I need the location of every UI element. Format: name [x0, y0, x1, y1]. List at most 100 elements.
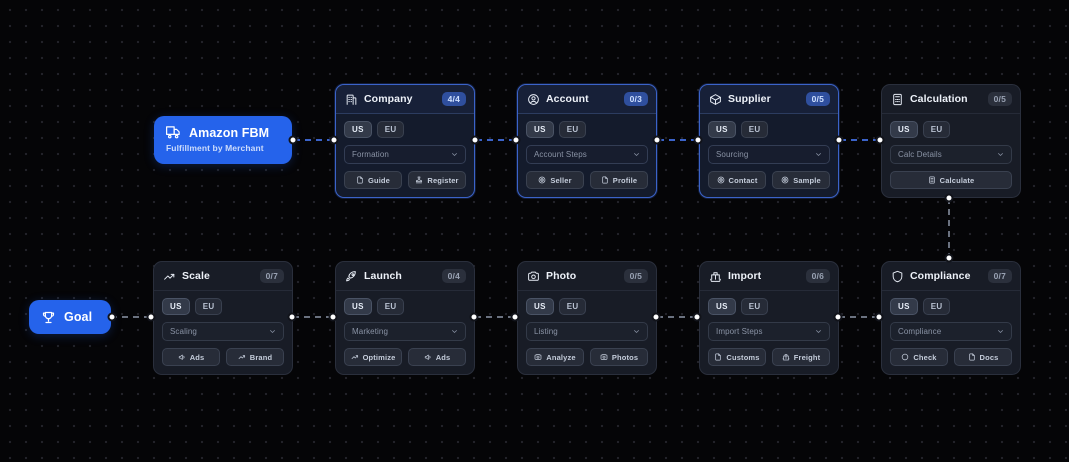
- action-row: Calculate: [890, 171, 1012, 189]
- action-button-seller[interactable]: Seller: [526, 171, 584, 189]
- handle-compliance-out[interactable]: [874, 312, 884, 322]
- step-select[interactable]: Calc Details: [890, 145, 1012, 164]
- node-title: Supplier: [728, 93, 771, 105]
- action-button-profile[interactable]: Profile: [590, 171, 648, 189]
- node-goal[interactable]: Goal: [29, 300, 111, 334]
- select-value: Sourcing: [716, 150, 749, 159]
- action-button-freight[interactable]: Freight: [772, 348, 830, 366]
- progress-badge: 4/4: [441, 92, 466, 106]
- region-toggle-us[interactable]: US: [708, 298, 736, 315]
- region-toggle-us[interactable]: US: [526, 121, 554, 138]
- handle-import-out[interactable]: [692, 312, 702, 322]
- chevron-down-icon: [815, 328, 822, 335]
- document-icon: [601, 176, 609, 184]
- region-toggle-us[interactable]: US: [890, 298, 918, 315]
- action-button-analyze[interactable]: Analyze: [526, 348, 584, 366]
- region-toggle-eu[interactable]: EU: [922, 121, 951, 138]
- region-toggle-eu[interactable]: EU: [558, 298, 587, 315]
- region-toggle-eu[interactable]: EU: [558, 121, 587, 138]
- action-button-contact[interactable]: Contact: [708, 171, 766, 189]
- action-button-guide[interactable]: Guide: [344, 171, 402, 189]
- handle-scale-out[interactable]: [146, 312, 156, 322]
- progress-badge: 0/7: [987, 269, 1012, 283]
- handle-account-out[interactable]: [652, 135, 662, 145]
- step-select[interactable]: Marketing: [344, 322, 466, 341]
- step-select[interactable]: Formation: [344, 145, 466, 164]
- handle-scale-in[interactable]: [287, 312, 297, 322]
- handle-calculation-in[interactable]: [875, 135, 885, 145]
- action-label: Optimize: [362, 352, 396, 362]
- handle-company-out[interactable]: [470, 135, 480, 145]
- handle-fbm-out[interactable]: [288, 135, 298, 145]
- region-toggle-us[interactable]: US: [162, 298, 190, 315]
- action-button-check[interactable]: Check: [890, 348, 948, 366]
- progress-badge: 0/7: [259, 269, 284, 283]
- action-button-docs[interactable]: Docs: [954, 348, 1012, 366]
- action-button-optimize[interactable]: Optimize: [344, 348, 402, 366]
- action-button-calculate[interactable]: Calculate: [890, 171, 1012, 189]
- action-button-register[interactable]: Register: [408, 171, 466, 189]
- region-toggle-eu[interactable]: EU: [740, 298, 769, 315]
- action-button-photos[interactable]: Photos: [590, 348, 648, 366]
- region-toggle-us[interactable]: US: [708, 121, 736, 138]
- action-button-ads[interactable]: Ads: [162, 348, 220, 366]
- step-select[interactable]: Compliance: [890, 322, 1012, 341]
- handle-photo-in[interactable]: [651, 312, 661, 322]
- handle-supplier-out[interactable]: [834, 135, 844, 145]
- step-select[interactable]: Account Steps: [526, 145, 648, 164]
- region-toggle-eu[interactable]: EU: [740, 121, 769, 138]
- box-icon: [709, 93, 722, 106]
- action-button-brand[interactable]: Brand: [226, 348, 284, 366]
- node-title: Import: [728, 270, 762, 282]
- region-toggle-eu[interactable]: EU: [194, 298, 223, 315]
- region-toggle-us[interactable]: US: [890, 121, 918, 138]
- region-toggle-eu[interactable]: EU: [376, 298, 405, 315]
- action-button-sample[interactable]: Sample: [772, 171, 830, 189]
- region-toggle-eu[interactable]: EU: [376, 121, 405, 138]
- document-icon: [714, 353, 722, 361]
- action-button-customs[interactable]: Customs: [708, 348, 766, 366]
- step-select[interactable]: Import Steps: [708, 322, 830, 341]
- step-select[interactable]: Sourcing: [708, 145, 830, 164]
- region-toggle-us[interactable]: US: [344, 298, 372, 315]
- handle-supplier-in[interactable]: [693, 135, 703, 145]
- handle-account-in[interactable]: [511, 135, 521, 145]
- handle-company-in[interactable]: [329, 135, 339, 145]
- handle-goal-in[interactable]: [107, 312, 117, 322]
- handle-import-in[interactable]: [833, 312, 843, 322]
- region-toggle-us[interactable]: US: [526, 298, 554, 315]
- document-icon: [968, 353, 976, 361]
- region-toggle-eu[interactable]: EU: [922, 298, 951, 315]
- handle-photo-out[interactable]: [510, 312, 520, 322]
- step-select[interactable]: Listing: [526, 322, 648, 341]
- handle-calculation-out[interactable]: [944, 193, 954, 203]
- node-amazon-fbm[interactable]: Amazon FBM Fulfillment by Merchant: [154, 116, 292, 164]
- handle-launch-out[interactable]: [328, 312, 338, 322]
- region-toggle-us[interactable]: US: [344, 121, 372, 138]
- action-button-ads[interactable]: Ads: [408, 348, 466, 366]
- step-select[interactable]: Scaling: [162, 322, 284, 341]
- handle-launch-in[interactable]: [469, 312, 479, 322]
- handle-compliance-in[interactable]: [944, 253, 954, 263]
